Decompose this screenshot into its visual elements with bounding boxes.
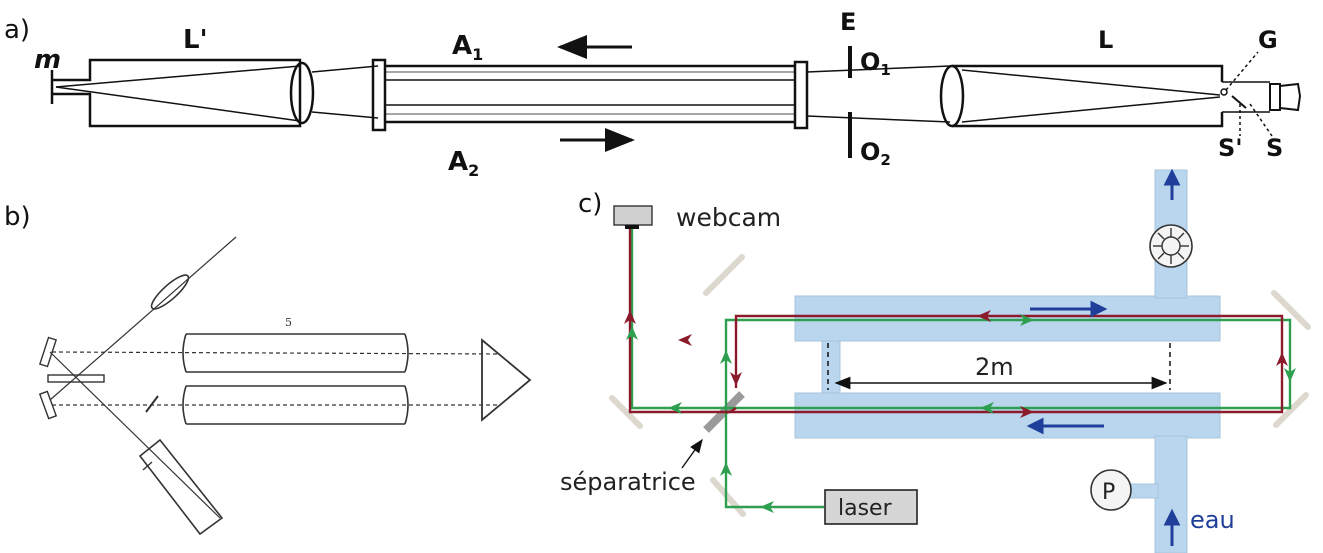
label-a1: A1 [452, 31, 483, 64]
label-g: G [1258, 26, 1278, 54]
label-o1: O1 [860, 48, 891, 79]
telescope-l-prime [50, 58, 315, 128]
panel-a-label: a) [4, 15, 30, 45]
beam-diagonal-2 [49, 351, 221, 519]
plate-b [47, 374, 105, 383]
webcam-icon [613, 205, 653, 229]
tubes-a1-a2 [371, 58, 809, 132]
length-markers [827, 343, 1171, 390]
diagram-b: b) [4, 202, 532, 536]
panel-b-label: b) [4, 202, 31, 232]
length-label: 2m [975, 353, 1014, 381]
diagram-a: a) m L' A1 A2 [4, 8, 1302, 180]
lens-b [150, 274, 190, 310]
green-beam [630, 228, 1292, 509]
laser-box [824, 489, 918, 525]
water-flow-arrows [1026, 168, 1181, 546]
label-a2: A2 [448, 147, 479, 180]
label-e: E [840, 8, 856, 36]
flow-meter-icon [1149, 224, 1193, 268]
mirrors-c [609, 254, 1311, 517]
webcam-label: webcam [676, 203, 781, 232]
tubes-b [182, 333, 409, 425]
pump-label: P [1102, 480, 1115, 505]
beam-upper [51, 351, 501, 355]
label-s: S [1266, 134, 1283, 162]
pump-icon [1090, 469, 1132, 511]
pointer-lines [1225, 51, 1273, 137]
diagram-c: c) 2m [560, 168, 1311, 553]
label-l: L [1098, 26, 1113, 54]
mirror-a [38, 390, 58, 420]
plate-small [145, 395, 159, 413]
telescope-l [939, 64, 1302, 128]
label-m: m [34, 45, 61, 75]
beam-diagonal-1 [49, 236, 237, 401]
tube-label-5: 5 [285, 316, 292, 329]
label-o2: O2 [860, 138, 891, 169]
panel-c-label: c) [578, 189, 602, 219]
water-channels [794, 169, 1221, 553]
water-label: eau [1190, 506, 1235, 534]
label-l-prime: L' [183, 25, 208, 55]
beam-arrows [624, 310, 1296, 513]
beams-right [806, 65, 951, 123]
label-s-prime: S' [1218, 134, 1243, 162]
separatrice-pointer [681, 438, 703, 469]
prism [481, 338, 532, 422]
mirror-c [38, 336, 58, 368]
eyepiece-tube [138, 438, 224, 536]
separatrice-label: séparatrice [560, 468, 696, 496]
beams-left [311, 65, 379, 119]
laser-label: laser [838, 496, 893, 521]
